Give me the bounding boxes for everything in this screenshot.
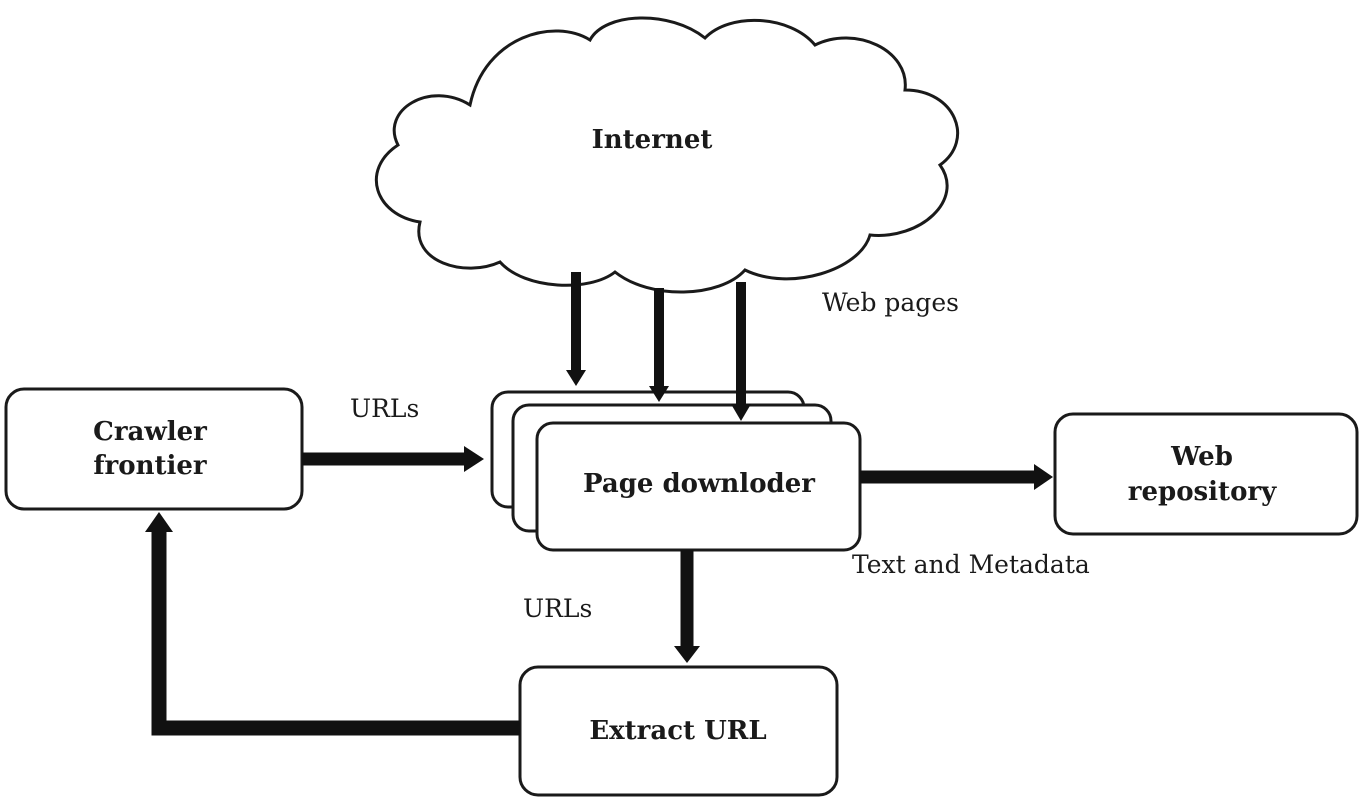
internet-to-downloader-arrows: [566, 272, 751, 421]
web-repository-box: [1053, 412, 1359, 536]
extract-url-node: Extract URL: [518, 665, 839, 797]
webpages-arrow-2-head: [649, 386, 669, 402]
frontier-to-downloader-label: URLs: [350, 394, 419, 423]
frontier-to-downloader-head: [464, 446, 484, 472]
page-downloader-label: Page downloder: [583, 469, 815, 499]
web-repository-label-line2: repository: [1128, 477, 1277, 507]
downloader-to-extract-head: [674, 646, 700, 663]
internet-label: Internet: [592, 125, 713, 155]
page-downloader-box-front: [535, 421, 862, 552]
text-and-metadata-label: Text and Metadata: [852, 550, 1090, 579]
web-repository-node: Web repository: [1053, 412, 1359, 536]
web-repository-label-line1: Web: [1170, 442, 1233, 472]
extract-to-frontier-arrow: [145, 512, 520, 736]
downloader-to-repository-arrow: [860, 464, 1053, 490]
downloader-to-extract-label: URLs: [523, 594, 592, 623]
webpages-arrow-3-head: [731, 404, 751, 421]
internet-node: Internet: [374, 16, 959, 294]
downloader-to-repository-head: [1034, 464, 1053, 490]
extract-to-frontier-shaft: [151, 530, 520, 736]
frontier-to-downloader-arrow: [302, 446, 484, 472]
web-pages-label: Web pages: [822, 288, 959, 317]
webpages-arrow-1-head: [566, 370, 586, 386]
extract-to-frontier-head: [145, 512, 173, 532]
crawler-frontier-box: [4, 387, 304, 511]
crawler-frontier-node: Crawler frontier: [4, 387, 304, 511]
internet-cloud-shape: [374, 16, 959, 294]
downloader-to-extract-arrow: [674, 550, 700, 663]
extract-url-label: Extract URL: [589, 716, 766, 746]
crawler-frontier-label-line1: Crawler: [93, 417, 207, 447]
crawler-frontier-label-line2: frontier: [93, 451, 207, 481]
page-downloader-node: Page downloder: [490, 390, 862, 552]
